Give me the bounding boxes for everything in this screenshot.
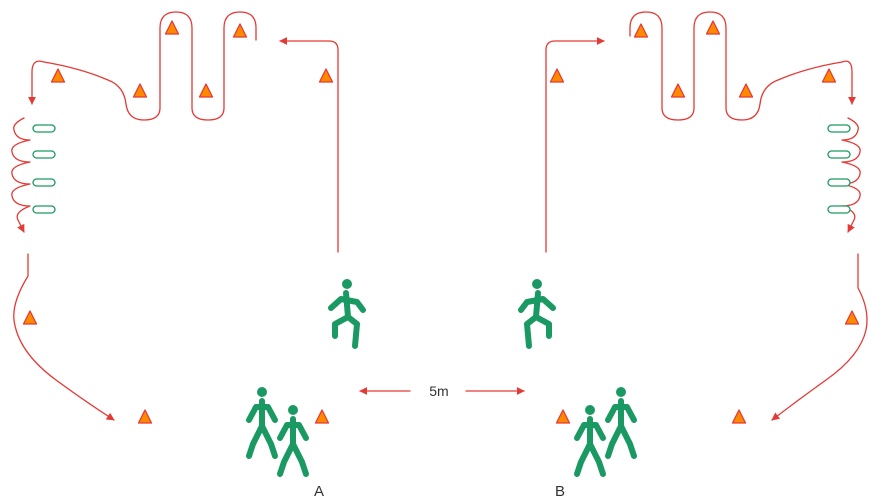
- right-runner: [518, 279, 556, 349]
- hurdle-icon: [32, 178, 56, 187]
- player-icon: [605, 387, 637, 459]
- hurdle-icon: [827, 205, 851, 214]
- cone-icon: [821, 68, 837, 83]
- right-hurdle-loop: [841, 117, 861, 233]
- cone-icon: [232, 23, 248, 38]
- left-weave-path: [28, 11, 257, 121]
- cone-icon: [22, 310, 38, 325]
- cone-icon: [137, 409, 153, 424]
- cone-icon: [844, 310, 860, 325]
- cone-icon: [633, 23, 649, 38]
- cone-icon: [549, 68, 565, 83]
- hurdle-icon: [32, 124, 56, 133]
- station-b-label: B: [555, 483, 565, 500]
- player-icon: [328, 279, 366, 349]
- player-icon: [518, 279, 556, 349]
- right-cones: [549, 20, 860, 424]
- right-sprint-path: [545, 37, 605, 253]
- left-hurdle-loop: [11, 117, 31, 233]
- cone-icon: [164, 20, 180, 35]
- cone-icon: [50, 68, 66, 83]
- hurdle-icon: [827, 150, 851, 159]
- hurdle-icon: [32, 150, 56, 159]
- hurdle-icon: [827, 178, 851, 187]
- hurdle-icon: [827, 124, 851, 133]
- left-sprint-path: [279, 37, 339, 253]
- distance-label: 5m: [429, 383, 448, 399]
- hurdle-icon: [32, 205, 56, 214]
- station-a-label: A: [314, 483, 324, 500]
- player-icon: [246, 387, 278, 459]
- station-b-players: [574, 387, 637, 477]
- distance-marker: 5m: [359, 383, 525, 399]
- right-return-path: [771, 253, 868, 421]
- cone-icon: [670, 83, 686, 98]
- cone-icon: [731, 409, 747, 424]
- left-hurdles: [32, 124, 56, 214]
- left-return-path: [13, 253, 115, 421]
- cone-icon: [314, 409, 330, 424]
- right-weave-path: [629, 11, 856, 121]
- right-hurdles: [827, 124, 851, 214]
- cone-icon: [318, 68, 334, 83]
- cone-icon: [705, 20, 721, 35]
- cone-icon: [738, 83, 754, 98]
- left-cones: [22, 20, 334, 424]
- player-icon: [574, 405, 606, 477]
- left-route: [11, 11, 339, 421]
- cone-icon: [555, 409, 571, 424]
- right-route: [545, 11, 868, 421]
- cone-icon: [198, 83, 214, 98]
- station-a-players: [246, 387, 309, 477]
- left-runner: [328, 279, 366, 349]
- player-icon: [277, 405, 309, 477]
- cone-icon: [132, 83, 148, 98]
